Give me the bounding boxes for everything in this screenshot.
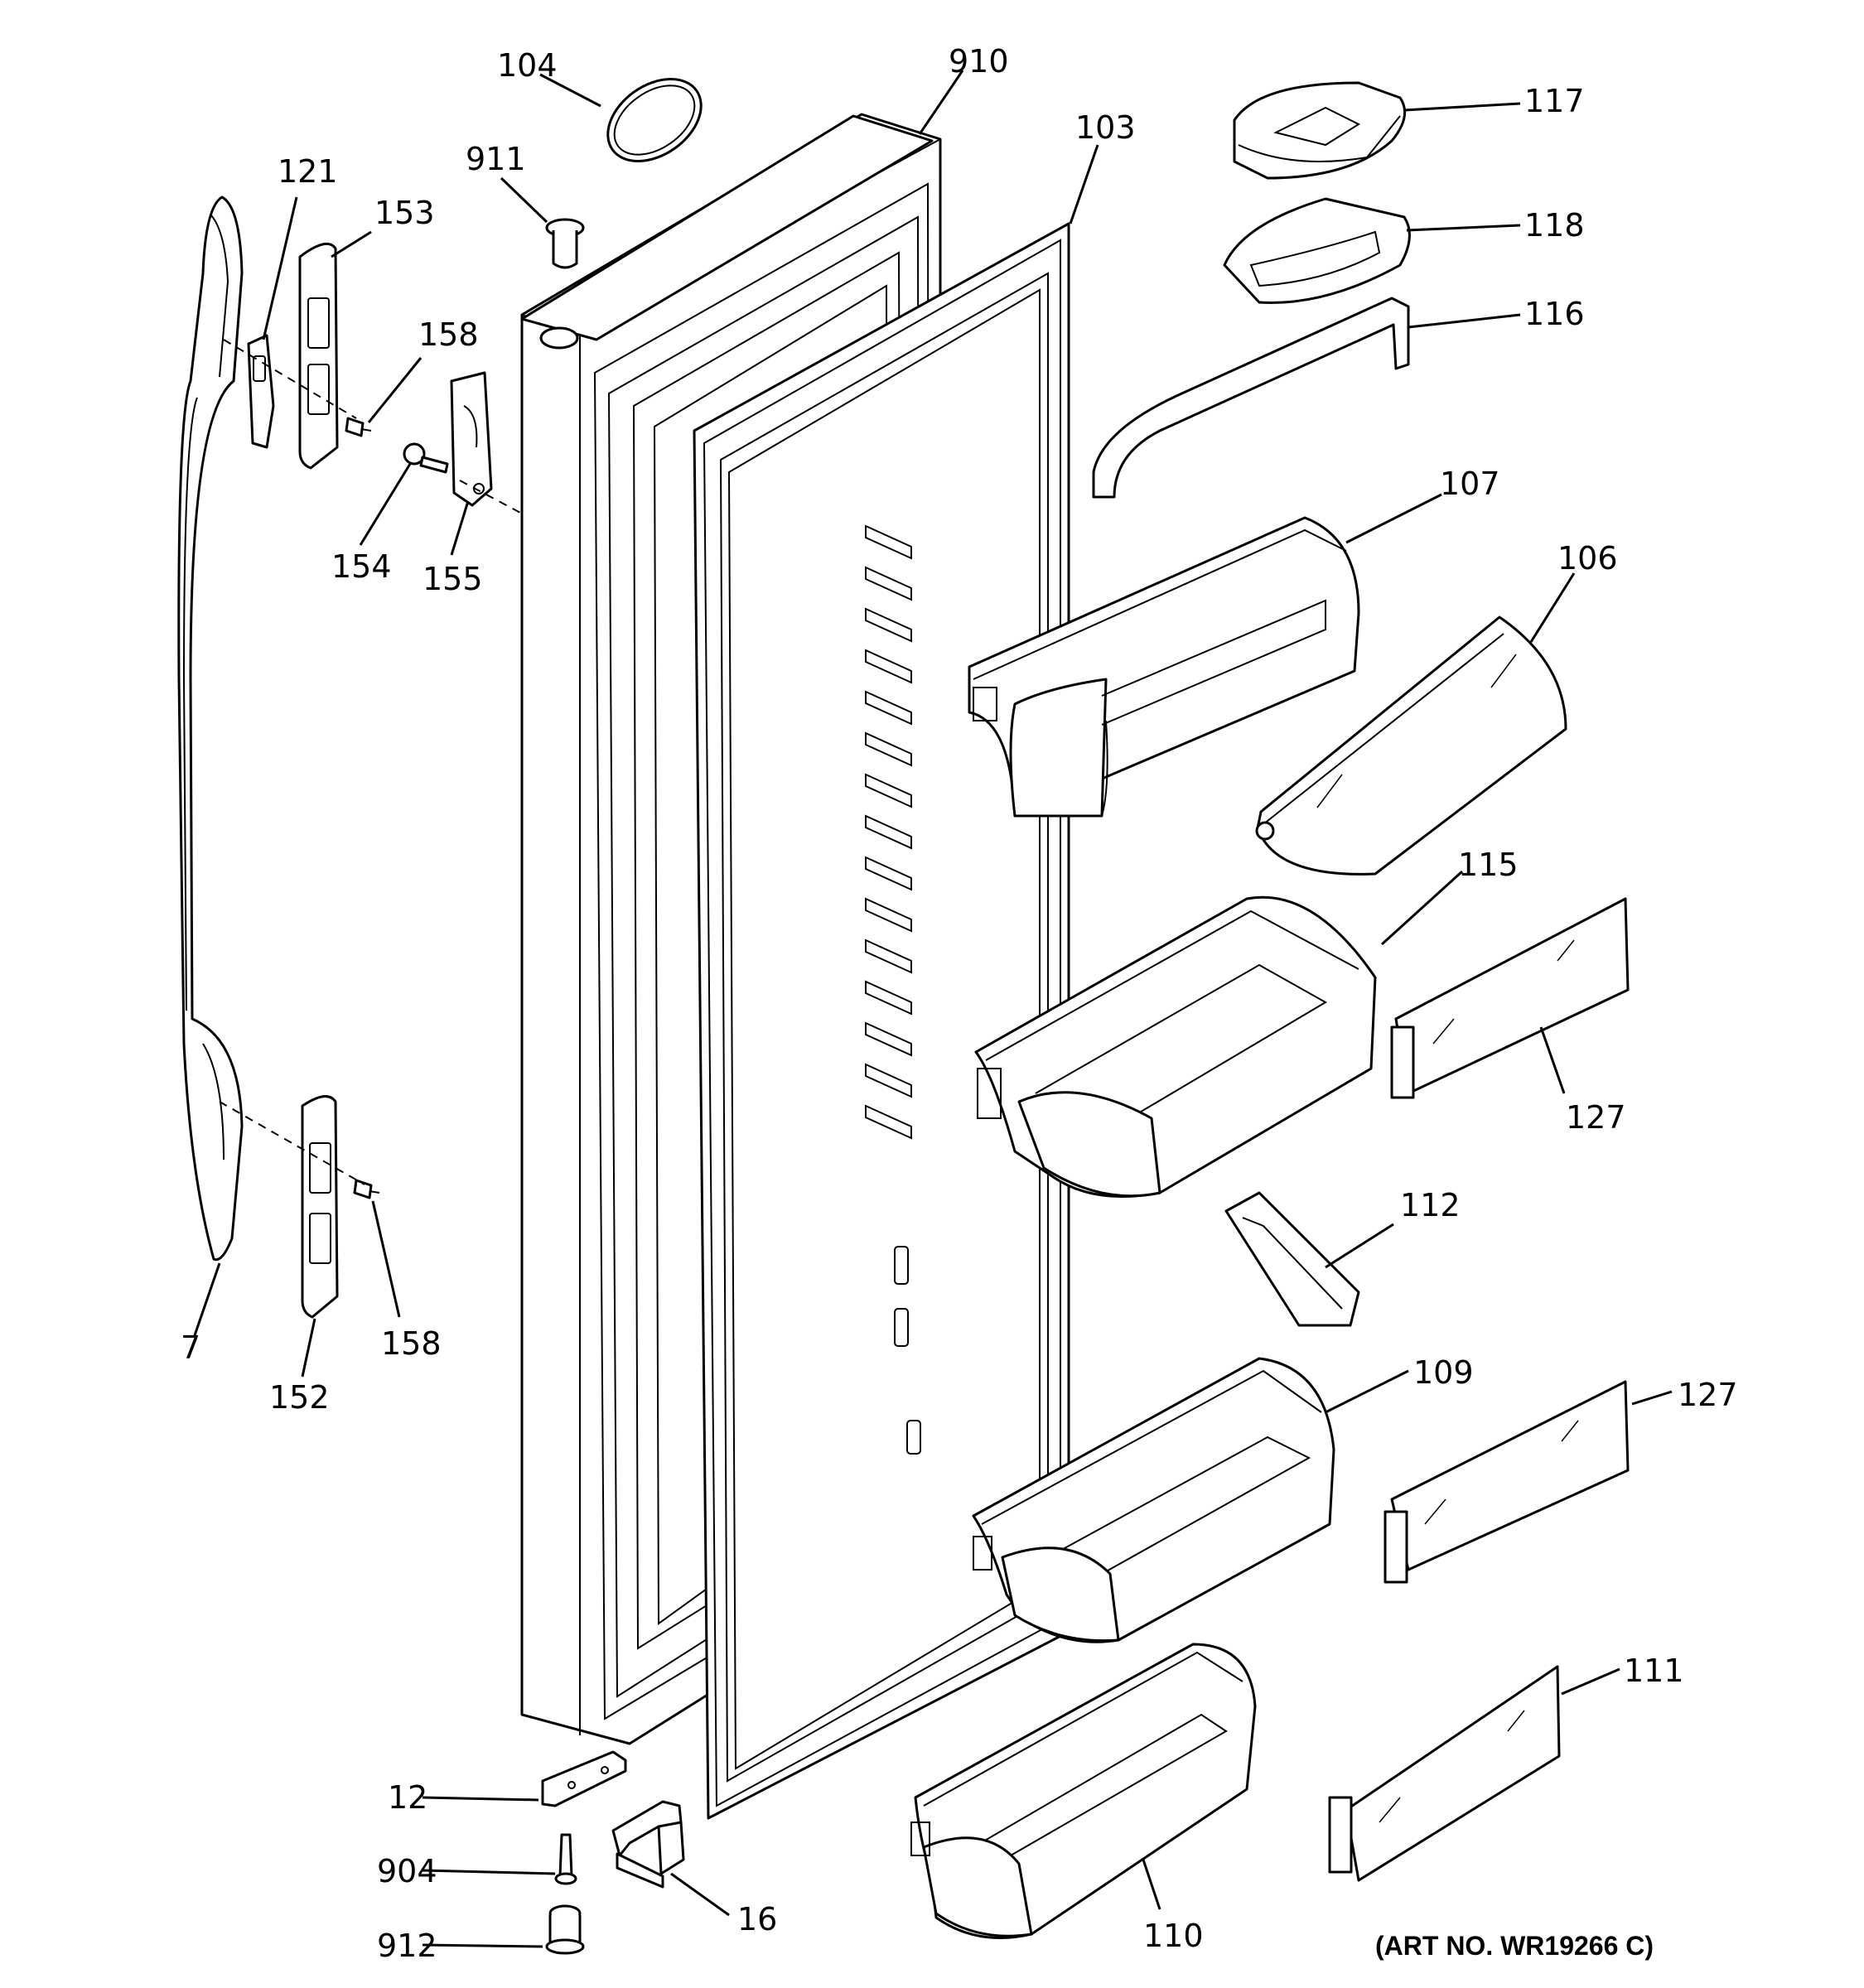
part-107-bin — [968, 516, 1360, 818]
part-912-cap — [545, 1904, 585, 1955]
part-127-shelf-lower — [1384, 1380, 1630, 1584]
part-106-bin-cover — [1255, 615, 1567, 876]
callout-112: 112 — [1400, 1187, 1461, 1223]
art-number: (ART NO. WR19266 C) — [1375, 1931, 1654, 1961]
callout-104: 104 — [497, 47, 558, 84]
part-7-handle — [177, 195, 244, 1262]
part-110-bin — [910, 1643, 1257, 1939]
part-16-hinge — [611, 1800, 685, 1889]
part-12-bracket — [541, 1750, 627, 1807]
part-158-screw-upper — [345, 417, 372, 437]
part-117-dairy-door — [1233, 81, 1407, 180]
part-127-shelf-upper — [1390, 897, 1630, 1099]
callout-16: 16 — [737, 1901, 777, 1937]
part-116-rail — [1092, 297, 1410, 499]
callout-158-lower: 158 — [381, 1325, 442, 1362]
alignment-line-upper — [223, 339, 357, 419]
part-118-dairy-bin — [1223, 197, 1411, 304]
callout-103: 103 — [1075, 109, 1136, 146]
alignment-line-lower — [219, 1101, 365, 1185]
callout-12: 12 — [388, 1779, 427, 1816]
part-911-bushing — [545, 218, 585, 269]
callout-107: 107 — [1440, 466, 1500, 502]
callout-127-upper: 127 — [1566, 1099, 1626, 1136]
part-121-clip — [247, 334, 275, 449]
door-cap-910 — [520, 114, 934, 350]
callout-158-upper: 158 — [418, 316, 479, 353]
callout-106: 106 — [1557, 540, 1618, 577]
callout-111: 111 — [1624, 1653, 1684, 1689]
callout-109: 109 — [1413, 1354, 1474, 1391]
callout-154: 154 — [331, 548, 392, 585]
part-158-screw-lower — [353, 1179, 380, 1199]
part-904-screw — [554, 1833, 577, 1885]
part-153-upper-mount — [298, 242, 339, 470]
part-104-hinge-cover — [606, 78, 703, 162]
callout-115: 115 — [1458, 847, 1519, 883]
callout-127-lower: 127 — [1678, 1377, 1738, 1413]
callout-121: 121 — [278, 153, 338, 190]
callout-7: 7 — [181, 1329, 200, 1366]
callout-118: 118 — [1524, 207, 1585, 244]
callout-912: 912 — [377, 1928, 437, 1964]
callout-155: 155 — [423, 561, 483, 597]
part-155-hinge — [450, 371, 493, 507]
callout-152: 152 — [269, 1379, 330, 1416]
callout-110: 110 — [1143, 1918, 1204, 1954]
part-111-shelf — [1328, 1665, 1561, 1882]
part-152-lower-mount — [301, 1095, 339, 1319]
door-gasket-103 — [693, 222, 1070, 1820]
callout-910: 910 — [949, 43, 1009, 80]
callout-911: 911 — [466, 141, 526, 177]
callout-153: 153 — [374, 195, 435, 231]
leader-lines — [193, 70, 1673, 1948]
liner-shelf-ribs — [865, 524, 921, 1455]
part-109-bin — [972, 1357, 1335, 1643]
alignment-line-hinge — [459, 480, 523, 514]
callout-116: 116 — [1524, 296, 1585, 332]
part-115-bin — [974, 895, 1377, 1198]
callout-117: 117 — [1524, 83, 1585, 119]
callout-904: 904 — [377, 1853, 437, 1889]
part-154-screw — [403, 442, 449, 474]
part-112-bracket — [1224, 1191, 1360, 1327]
